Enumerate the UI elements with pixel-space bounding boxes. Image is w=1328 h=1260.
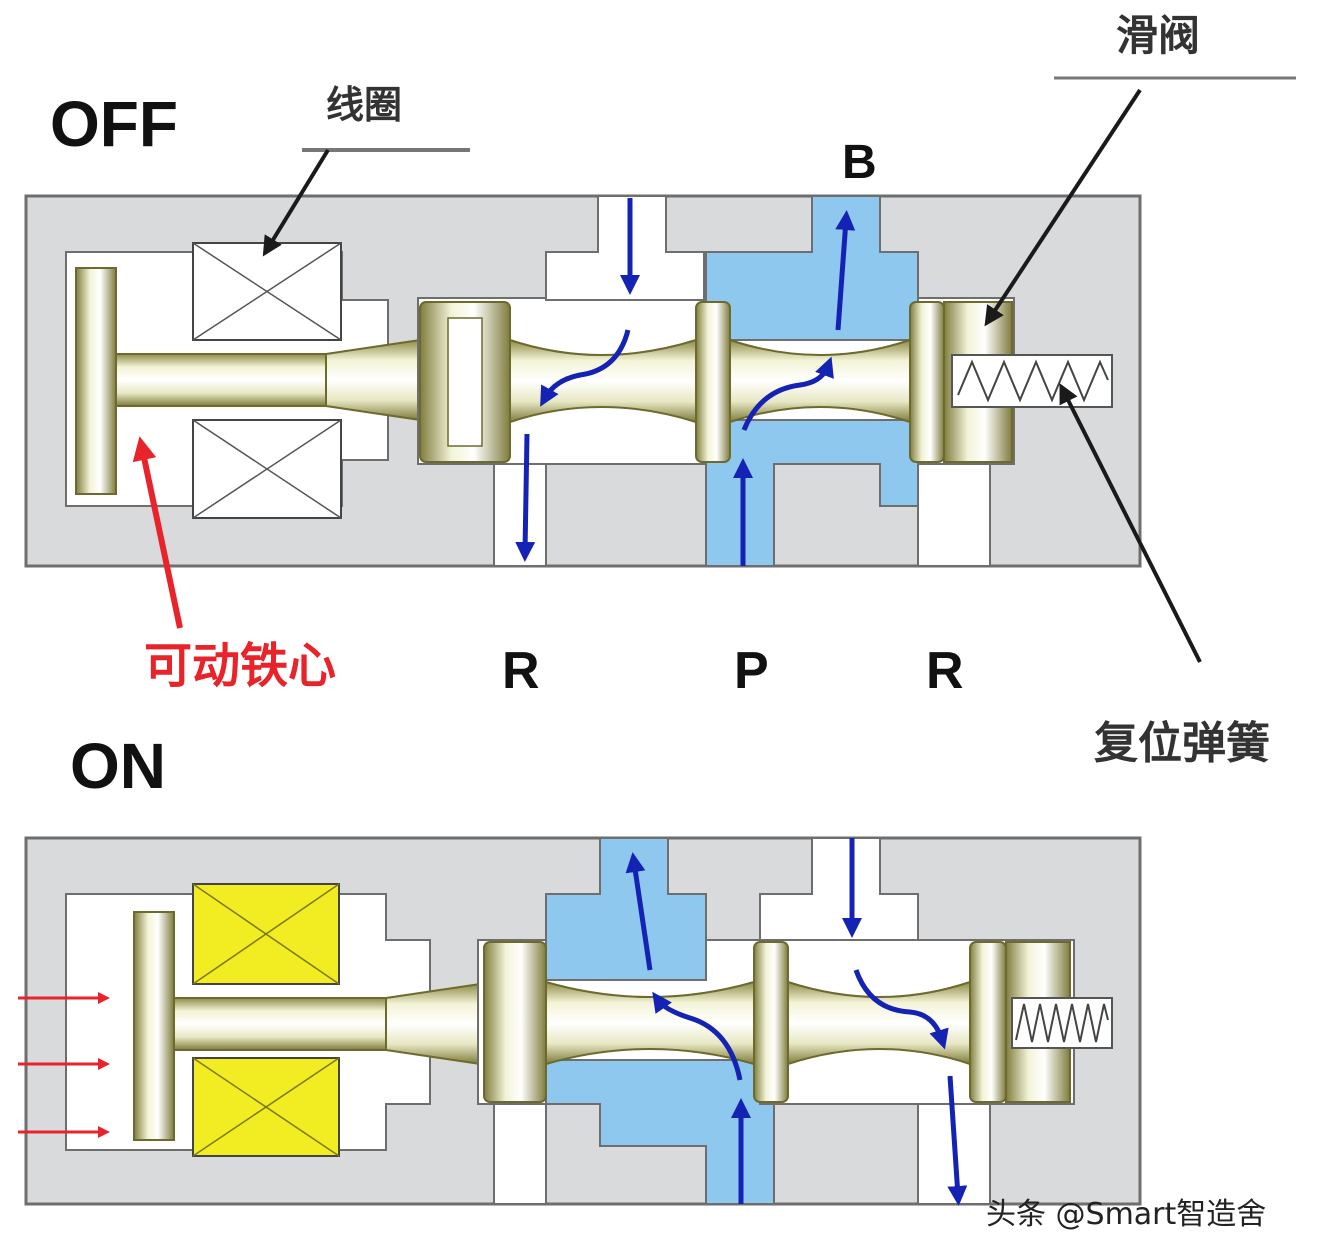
port-a-channel <box>545 837 707 981</box>
port-b-label: B <box>842 136 877 189</box>
port-b-channel <box>759 837 919 941</box>
slide-spool <box>419 301 1013 463</box>
port-r-left-label: R <box>502 642 540 700</box>
return-spring-label: 复位弹簧 <box>1094 718 1270 769</box>
port-r-left-channel <box>493 1103 547 1205</box>
flow-arrow-icon <box>625 838 968 1206</box>
watermark-text: 头条 @Smart智造舍 <box>986 1197 1266 1232</box>
port-p-label: P <box>734 642 769 700</box>
moving-core <box>133 911 481 1141</box>
off-state-label: OFF <box>50 88 178 160</box>
force-arrow-icon <box>18 992 110 1138</box>
on-state-diagram: ON <box>18 730 1142 1206</box>
spring-icon <box>951 354 1113 408</box>
off-state-diagram: OFF 线圈 滑阀 B 可动铁心 R P R 复位弹簧 <box>24 11 1296 769</box>
port-r-right-channel <box>917 463 991 567</box>
port-r-right-label: R <box>926 642 964 700</box>
exhaust-channel-top <box>545 195 705 301</box>
callout-lines <box>132 76 1296 663</box>
spool-label: 滑阀 <box>1116 11 1200 60</box>
coil-icon <box>192 883 340 1157</box>
on-state-label: ON <box>70 730 166 802</box>
spring-icon <box>1011 997 1113 1049</box>
coil-label: 线圈 <box>326 83 402 127</box>
flow-arrow-icon <box>515 198 856 566</box>
port-r-left-channel <box>493 463 547 567</box>
moving-core-label: 可动铁心 <box>144 638 336 694</box>
coil-icon <box>192 242 342 519</box>
moving-core <box>75 267 421 495</box>
